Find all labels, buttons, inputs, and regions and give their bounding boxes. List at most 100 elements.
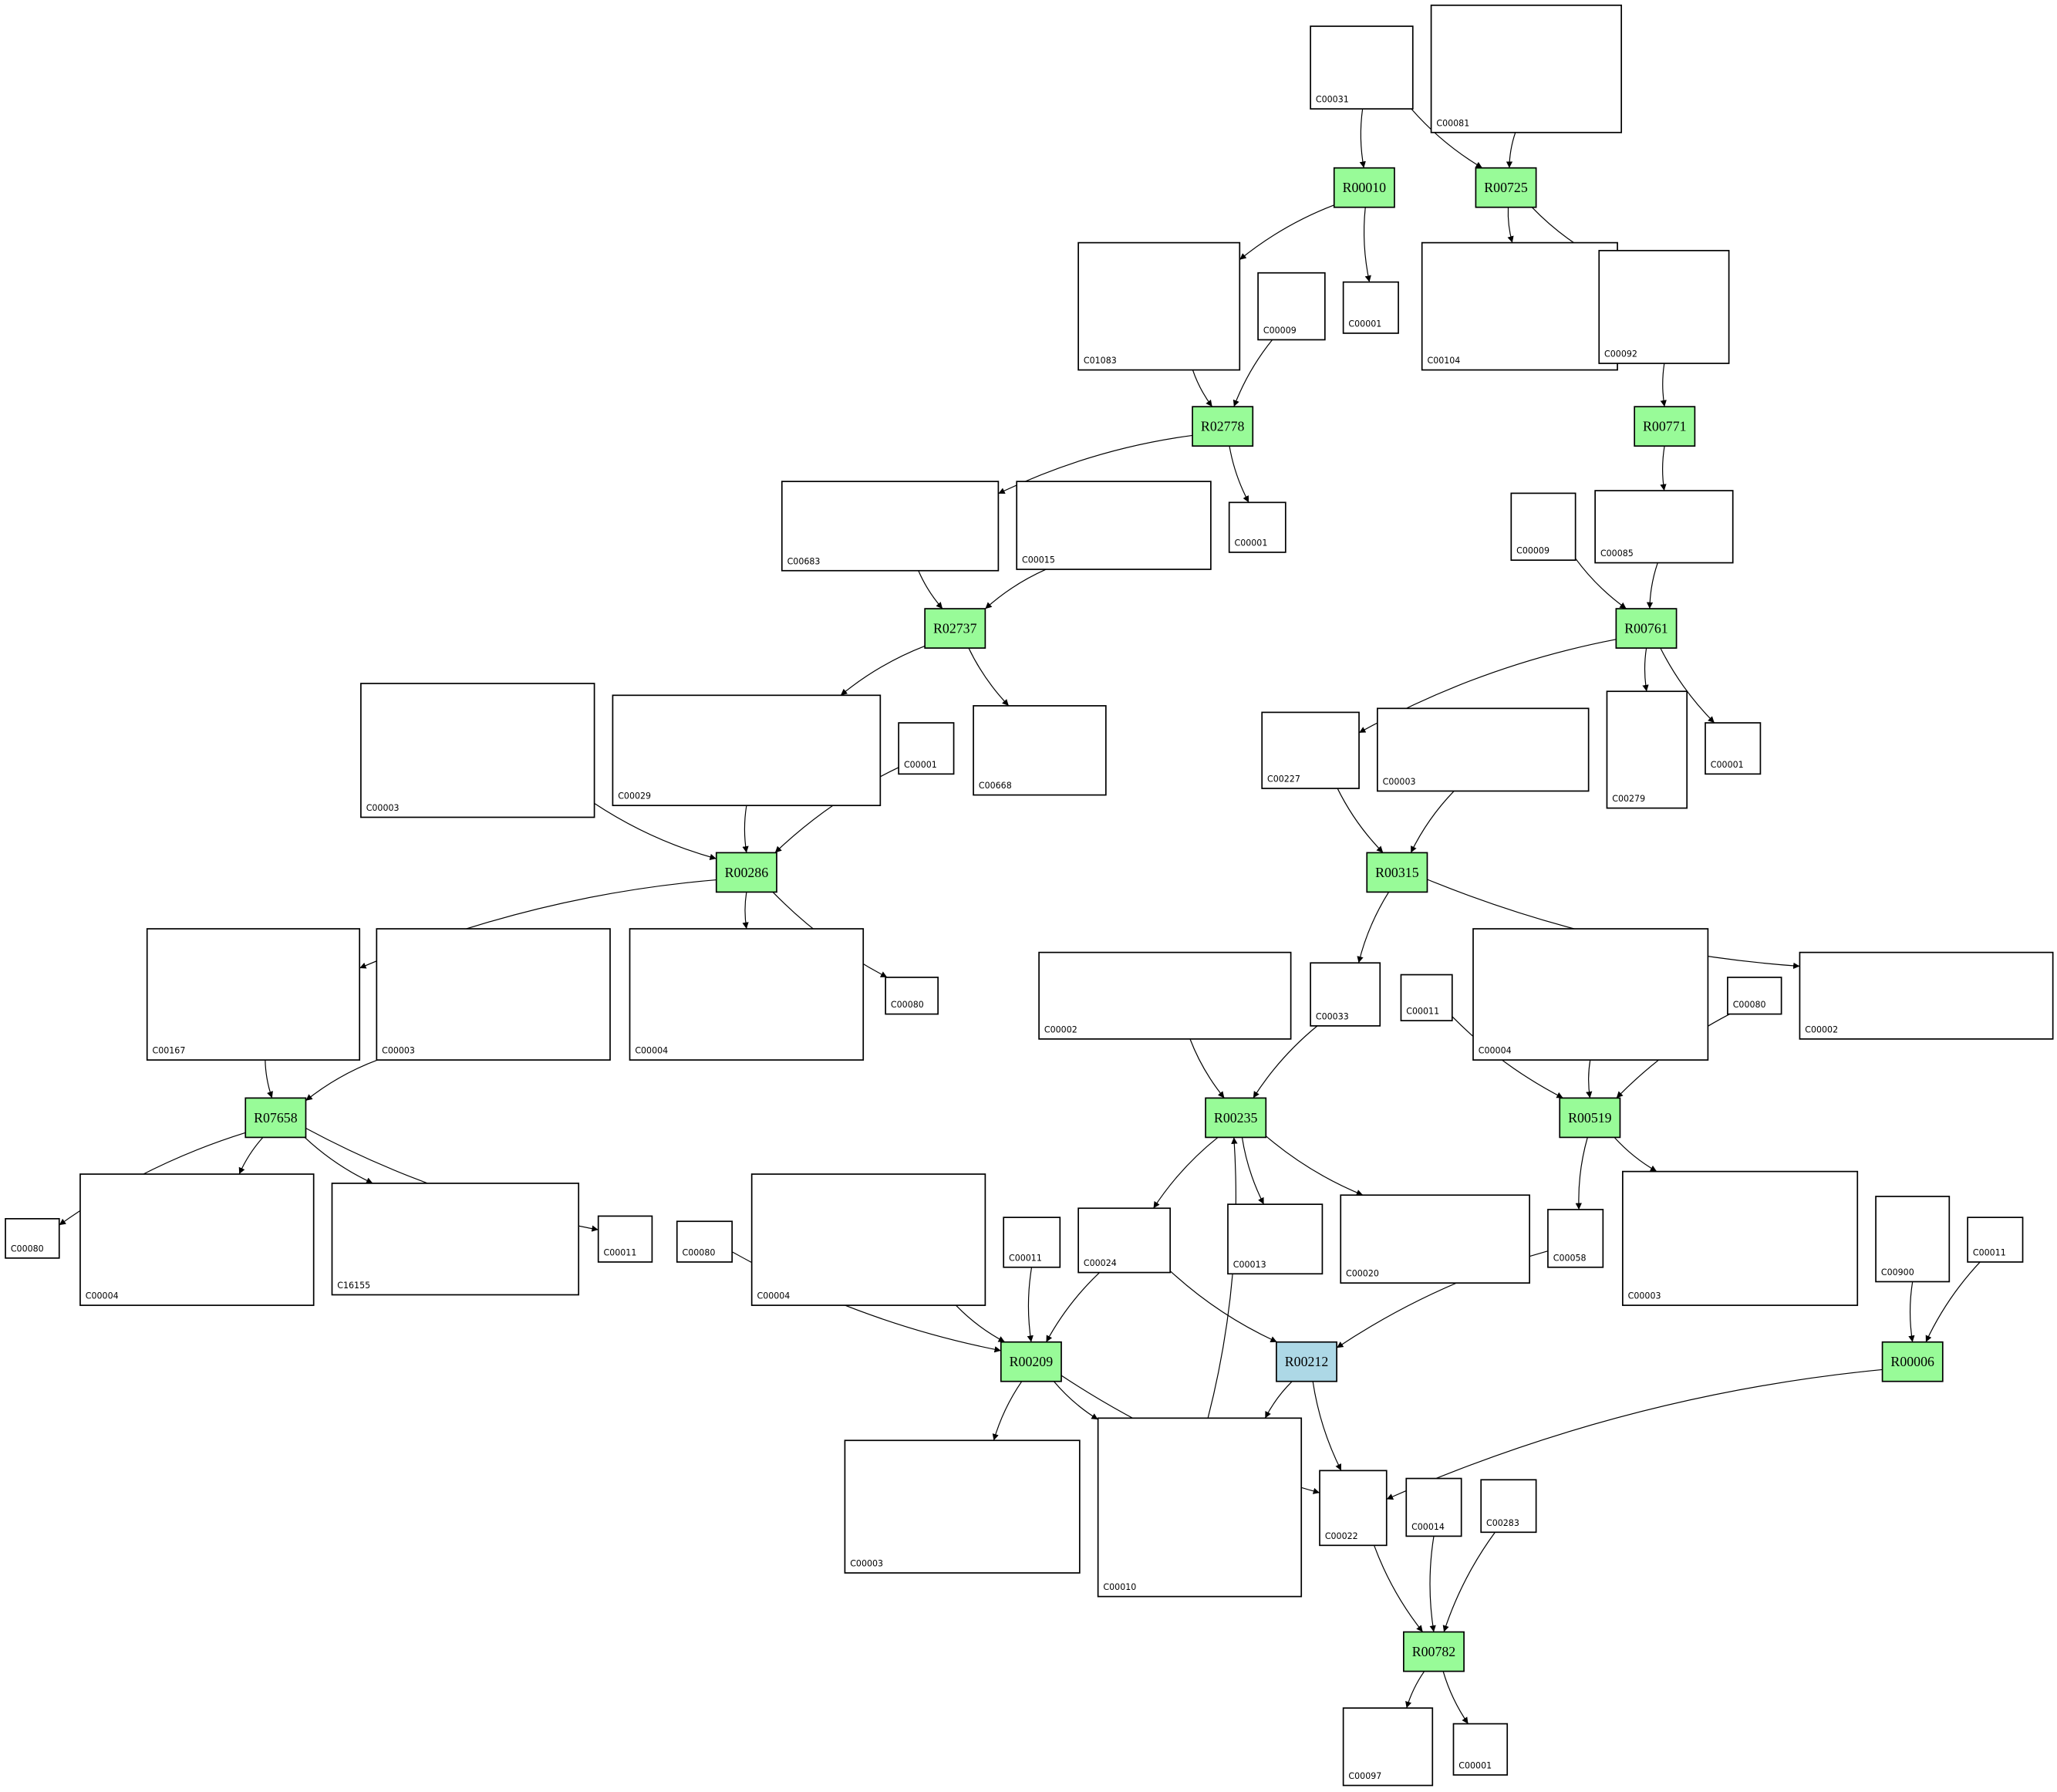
- compound-node-c00080[interactable]: C00080: [1727, 977, 1782, 1015]
- reaction-node-r00006[interactable]: R00006: [1881, 1341, 1944, 1382]
- compound-node-c00227[interactable]: C00227: [1261, 711, 1360, 789]
- compound-box[interactable]: [612, 694, 882, 807]
- reaction-box[interactable]: [1615, 608, 1678, 649]
- compound-box[interactable]: [1472, 928, 1709, 1061]
- compound-node-c00003[interactable]: C00003: [376, 928, 611, 1061]
- compound-box[interactable]: [1310, 962, 1381, 1027]
- compound-node-c00004[interactable]: C00004: [1472, 928, 1709, 1061]
- reaction-node-r02737[interactable]: R02737: [924, 608, 986, 649]
- compound-node-c00010[interactable]: C00010: [1097, 1417, 1303, 1598]
- compound-box[interactable]: [360, 683, 595, 818]
- compound-node-c00004[interactable]: C00004: [629, 928, 865, 1061]
- compound-node-c00013[interactable]: C00013: [1227, 1203, 1324, 1275]
- compound-box[interactable]: [146, 928, 361, 1061]
- compound-node-c00024[interactable]: C00024: [1077, 1207, 1172, 1274]
- compound-node-c00003[interactable]: C00003: [844, 1439, 1081, 1574]
- reaction-node-r00235[interactable]: R00235: [1205, 1097, 1267, 1139]
- compound-node-c00001[interactable]: C00001: [1452, 1723, 1509, 1776]
- compound-box[interactable]: [898, 722, 955, 775]
- compound-box[interactable]: [629, 928, 865, 1061]
- reaction-box[interactable]: [1881, 1341, 1944, 1382]
- compound-box[interactable]: [1257, 272, 1326, 341]
- compound-node-c00081[interactable]: C00081: [1430, 4, 1623, 133]
- compound-box[interactable]: [1077, 241, 1241, 371]
- compound-box[interactable]: [1400, 974, 1453, 1021]
- compound-box[interactable]: [1405, 1477, 1462, 1537]
- compound-box[interactable]: [1799, 951, 2054, 1040]
- compound-node-c00058[interactable]: C00058: [1547, 1209, 1604, 1268]
- reaction-box[interactable]: [244, 1097, 307, 1139]
- compound-node-c00283[interactable]: C00283: [1480, 1479, 1537, 1534]
- compound-node-c00011[interactable]: C00011: [1967, 1217, 2024, 1263]
- compound-box[interactable]: [885, 977, 939, 1015]
- compound-node-c00001[interactable]: C00001: [1228, 501, 1286, 553]
- compound-node-c00002[interactable]: C00002: [1799, 951, 2054, 1040]
- compound-box[interactable]: [1480, 1479, 1537, 1534]
- compound-box[interactable]: [1340, 1194, 1530, 1284]
- compound-node-c00683[interactable]: C00683: [781, 481, 1000, 572]
- reaction-box[interactable]: [1192, 406, 1254, 447]
- compound-box[interactable]: [1310, 25, 1414, 110]
- reaction-node-r00209[interactable]: R00209: [1000, 1341, 1062, 1382]
- compound-box[interactable]: [1342, 281, 1399, 334]
- compound-node-c00009[interactable]: C00009: [1510, 492, 1576, 562]
- compound-node-c00015[interactable]: C00015: [1016, 481, 1212, 570]
- compound-box[interactable]: [1606, 690, 1688, 809]
- compound-box[interactable]: [5, 1217, 60, 1259]
- compound-box[interactable]: [1547, 1209, 1604, 1268]
- compound-box[interactable]: [1377, 707, 1590, 792]
- compound-box[interactable]: [1430, 4, 1623, 133]
- compound-box[interactable]: [1421, 241, 1618, 371]
- compound-box[interactable]: [1598, 249, 1730, 364]
- compound-node-c00033[interactable]: C00033: [1310, 962, 1381, 1027]
- reaction-node-r00212[interactable]: R00212: [1276, 1341, 1337, 1382]
- compound-node-c00080[interactable]: C00080: [676, 1220, 733, 1263]
- compound-node-c00085[interactable]: C00085: [1594, 490, 1734, 564]
- reaction-box[interactable]: [924, 608, 986, 649]
- compound-node-c00900[interactable]: C00900: [1875, 1196, 1951, 1283]
- compound-box[interactable]: [1097, 1417, 1303, 1598]
- compound-node-c00080[interactable]: C00080: [5, 1217, 60, 1259]
- reaction-box[interactable]: [1634, 406, 1696, 447]
- compound-node-c00011[interactable]: C00011: [1400, 974, 1453, 1021]
- reaction-node-r00286[interactable]: R00286: [715, 852, 777, 893]
- compound-node-c00097[interactable]: C00097: [1342, 1707, 1434, 1787]
- compound-box[interactable]: [676, 1220, 733, 1263]
- compound-node-c00014[interactable]: C00014: [1405, 1477, 1462, 1537]
- reaction-box[interactable]: [1366, 852, 1428, 893]
- compound-box[interactable]: [1261, 711, 1360, 789]
- compound-node-c00031[interactable]: C00031: [1310, 25, 1414, 110]
- reaction-box[interactable]: [715, 852, 777, 893]
- compound-node-c01083[interactable]: C01083: [1077, 241, 1241, 371]
- compound-node-c00004[interactable]: C00004: [79, 1173, 315, 1306]
- compound-node-c00003[interactable]: C00003: [360, 683, 595, 818]
- reaction-box[interactable]: [1475, 167, 1537, 208]
- compound-node-c00004[interactable]: C00004: [750, 1173, 986, 1306]
- compound-node-c00279[interactable]: C00279: [1606, 690, 1688, 809]
- reaction-box[interactable]: [1000, 1341, 1062, 1382]
- compound-box[interactable]: [1038, 951, 1292, 1040]
- compound-box[interactable]: [1967, 1217, 2024, 1263]
- compound-node-c00104[interactable]: C00104: [1421, 241, 1618, 371]
- reaction-node-r00761[interactable]: R00761: [1615, 608, 1678, 649]
- compound-node-c00011[interactable]: C00011: [1003, 1217, 1061, 1268]
- compound-box[interactable]: [844, 1439, 1081, 1574]
- reaction-box[interactable]: [1403, 1631, 1465, 1672]
- compound-node-c00003[interactable]: C00003: [1377, 707, 1590, 792]
- reaction-node-r00315[interactable]: R00315: [1366, 852, 1428, 893]
- reaction-node-r00725[interactable]: R00725: [1475, 167, 1537, 208]
- compound-box[interactable]: [1342, 1707, 1434, 1787]
- compound-node-c00092[interactable]: C00092: [1598, 249, 1730, 364]
- compound-node-c00011[interactable]: C00011: [597, 1215, 653, 1263]
- compound-box[interactable]: [597, 1215, 653, 1263]
- compound-node-c00001[interactable]: C00001: [1705, 722, 1762, 775]
- compound-box[interactable]: [1594, 490, 1734, 564]
- reaction-box[interactable]: [1205, 1097, 1267, 1139]
- compound-node-c00001[interactable]: C00001: [1342, 281, 1399, 334]
- compound-box[interactable]: [1227, 1203, 1324, 1275]
- compound-box[interactable]: [1452, 1723, 1509, 1776]
- compound-box[interactable]: [781, 481, 1000, 572]
- compound-node-c00003[interactable]: C00003: [1622, 1170, 1859, 1306]
- reaction-node-r07658[interactable]: R07658: [244, 1097, 307, 1139]
- compound-node-c00080[interactable]: C00080: [885, 977, 939, 1015]
